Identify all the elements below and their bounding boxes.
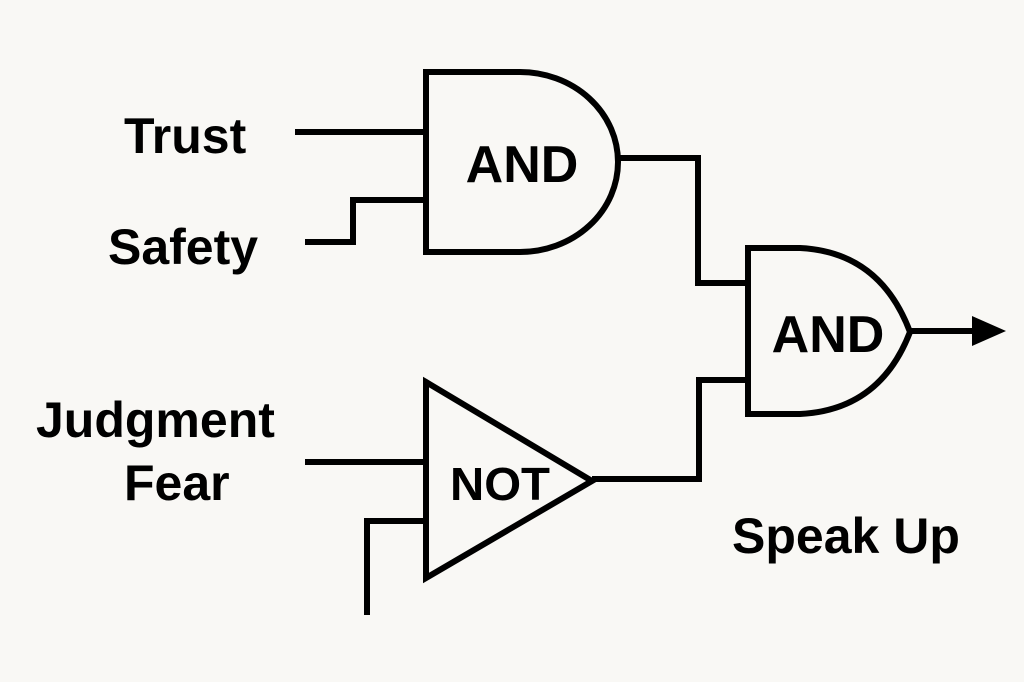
input-label-trust: Trust: [124, 108, 247, 164]
and-gate-1-label: AND: [466, 136, 579, 194]
and-gate-2-label: AND: [772, 306, 885, 364]
wire-safety: [305, 197, 428, 245]
output-label: Speak Up: [732, 508, 960, 564]
and-gate-2: [745, 245, 914, 417]
not-gate: [423, 376, 598, 584]
input-label-safety: Safety: [108, 219, 258, 275]
and-gate-1: [423, 69, 621, 255]
input-label-judgment: Judgment: [36, 392, 275, 448]
arrow-head-icon: [972, 316, 1006, 346]
wire-not-to-and2: [592, 377, 748, 482]
input-label-fear: Fear: [124, 455, 230, 511]
not-gate-label: NOT: [450, 458, 550, 510]
wire-not-extra-input: [364, 518, 428, 615]
wire-and1-to-and2: [616, 155, 748, 286]
